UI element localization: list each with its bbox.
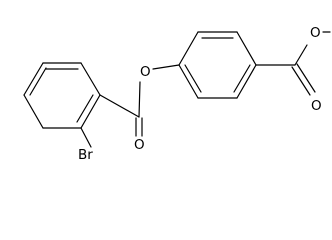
bromine-label: Br xyxy=(78,147,93,163)
ester-carbonyl-oxygen-label: O xyxy=(134,137,145,153)
carbon-bromine-bond xyxy=(80,127,92,148)
oxygen-ring-bond xyxy=(152,64,180,70)
methyl-ester-carbonyl-double-bond xyxy=(291,63,316,96)
methyl-ester-link-oxygen-label: O xyxy=(310,25,321,41)
bromophenyl-ring xyxy=(23,62,101,129)
chemical-structure: Br O O O O xyxy=(23,25,331,163)
methyl-ester-carbonyl-oxygen-label: O xyxy=(311,98,322,114)
carbonyl-oxygen-bond xyxy=(138,81,141,118)
phenylene-ring xyxy=(178,31,257,99)
methyl-ester-oxygen-bond xyxy=(294,44,308,66)
ester-carbonyl-double-bond xyxy=(135,117,143,137)
ester-link-oxygen-label: O xyxy=(140,64,151,80)
ring-carbonyl-bond xyxy=(99,94,140,118)
